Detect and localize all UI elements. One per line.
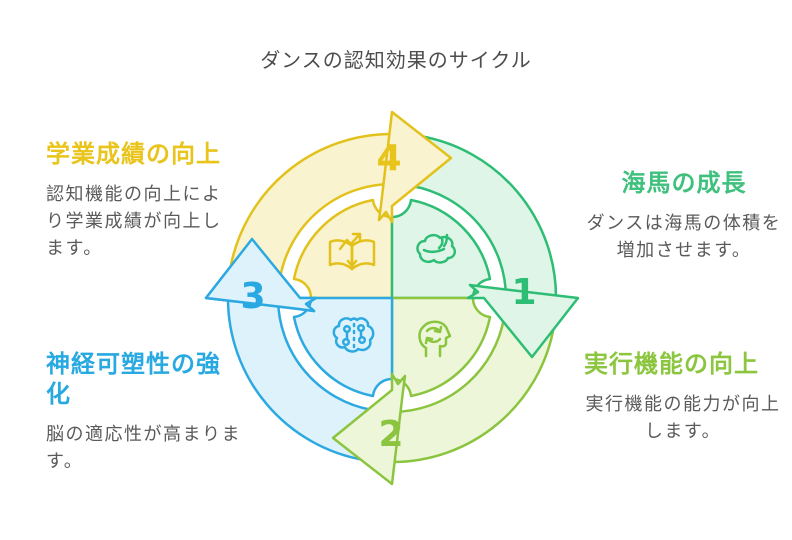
step-block-1: 海馬の成長 ダンスは海馬の体積を増加させます。 (586, 168, 782, 264)
step-block-4: 学業成績の向上 認知機能の向上により学業成績が向上します。 (46, 139, 240, 262)
step-heading-1: 海馬の成長 (621, 169, 747, 197)
step-numbers: 4 1 2 3 (240, 138, 536, 455)
circuit-brain-icon (332, 317, 375, 353)
step-block-3: 神経可塑性の強化 脳の適応性が高まります。 (46, 349, 242, 475)
step-description-3: 脳の適応性が高まります。 (46, 424, 241, 472)
page-title: ダンスの認知効果のサイクル (260, 48, 532, 72)
step-description-1: ダンスは海馬の体積を増加させます。 (586, 213, 782, 261)
step-number-2: 2 (378, 414, 403, 455)
step-description-2: 実行機能の能力が向上します。 (585, 394, 781, 442)
quadrant-circle (292, 198, 492, 398)
step-number-4: 4 (376, 138, 401, 179)
step-heading-2: 実行機能の向上 (584, 350, 759, 378)
step-heading-3: 神経可塑性の強化 (46, 350, 221, 408)
step-description-4: 認知機能の向上により学業成績が向上します。 (46, 184, 222, 259)
step-number-1: 1 (511, 272, 536, 313)
head-refresh-icon (418, 320, 452, 358)
book-growth-icon (328, 232, 376, 271)
step-block-2: 実行機能の向上 実行機能の能力が向上します。 (584, 349, 782, 445)
step-heading-4: 学業成績の向上 (46, 140, 221, 168)
step-number-3: 3 (240, 276, 265, 317)
brain-icon (416, 233, 457, 264)
